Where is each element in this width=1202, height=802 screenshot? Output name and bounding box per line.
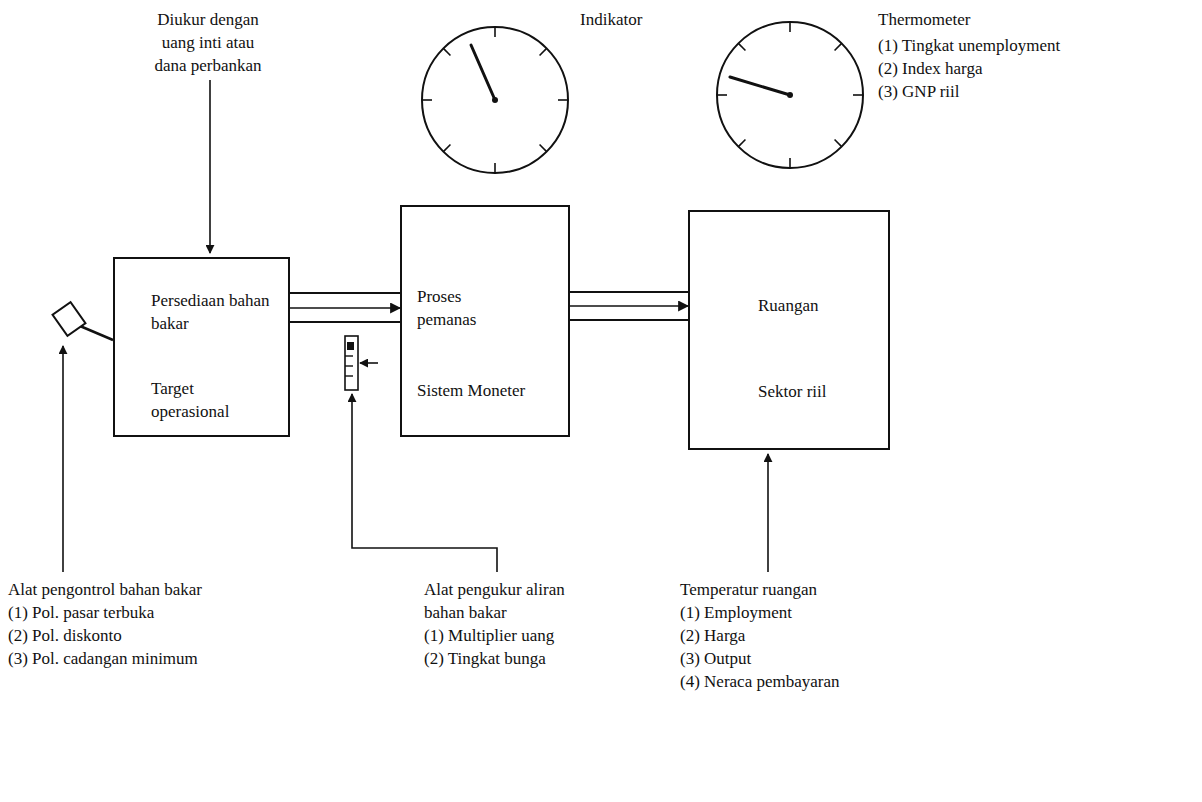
box-text: Proses pemanas [417,285,517,331]
box-text: Ruangan [758,294,818,317]
list-item: (3) GNP riil [878,80,960,103]
dial-needle [471,45,495,100]
dial-tick [443,145,450,152]
measure-note: Diukur dengan uang inti atau dana perban… [148,8,268,77]
indicator-gauge: Indikator [420,25,570,175]
leader-arrow [62,346,64,572]
dial-tick [717,94,727,96]
list-item: (3) Pol. cadangan minimum [8,647,198,670]
box-text: Persediaan bahan bakar [151,289,271,335]
list-item: (1) Tingkat unemployment [878,34,1060,57]
dial-tick [835,140,842,147]
needle-pivot [787,92,793,98]
gauge-heading: Indikator [580,8,642,31]
dial-tick [558,99,568,101]
list-item: (4) Neraca pembayaran [680,670,840,693]
box-text: Sistem Moneter [417,379,525,402]
dial-tick [443,48,450,55]
dial-tick [422,99,432,101]
list-item: (3) Output [680,647,751,670]
pipe-wall [570,291,688,293]
caption-heading: Alat pengukur aliran bahan bakar [424,578,594,624]
thermometer-gauge: Thermometer [715,20,865,170]
pipe-wall [290,321,400,323]
leader-arrow [767,454,769,572]
list-item: (2) Tingkat bunga [424,647,546,670]
flow-arrow [570,305,688,307]
pointer-arrow [360,362,378,364]
dial-tick [494,163,496,173]
dial-tick [494,27,496,37]
meter-symbol [345,336,358,390]
room-box: RuanganSektor riil [688,210,890,450]
pipe-wall [570,319,688,321]
box-text: Sektor riil [758,380,826,403]
leader-arrow [209,80,211,253]
dial-tick [789,22,791,32]
fuel-supply-box: Persediaan bahan bakarTarget operasional [113,257,290,437]
flow-arrow [290,307,400,309]
dial-needle [730,77,790,95]
list-item: (2) Pol. diskonto [8,624,122,647]
box-text: Target operasional [151,377,271,423]
dial-tick [540,145,547,152]
gauge-dial [715,20,865,170]
dial-tick [789,158,791,168]
dial-outline [717,22,863,168]
dial-tick [738,140,745,147]
caption-heading: Alat pengontrol bahan bakar [8,578,202,601]
leader-arrow [352,394,497,572]
list-item: (1) Multiplier uang [424,624,554,647]
caption-heading: Temperatur ruangan [680,578,817,601]
hammer-symbol [53,302,113,340]
list-item: (2) Index harga [878,57,982,80]
gauge-dial [420,25,570,175]
list-item: (1) Pol. pasar terbuka [8,601,154,624]
dial-tick [853,94,863,96]
pipe-wall [290,292,400,294]
heater-process-box: Proses pemanasSistem Moneter [400,205,570,437]
gauge-heading: Thermometer [878,8,971,31]
dial-outline [422,27,568,173]
needle-pivot [492,97,498,103]
dial-tick [540,48,547,55]
list-item: (1) Employment [680,601,792,624]
dial-tick [835,43,842,50]
dial-tick [738,43,745,50]
list-item: (2) Harga [680,624,745,647]
